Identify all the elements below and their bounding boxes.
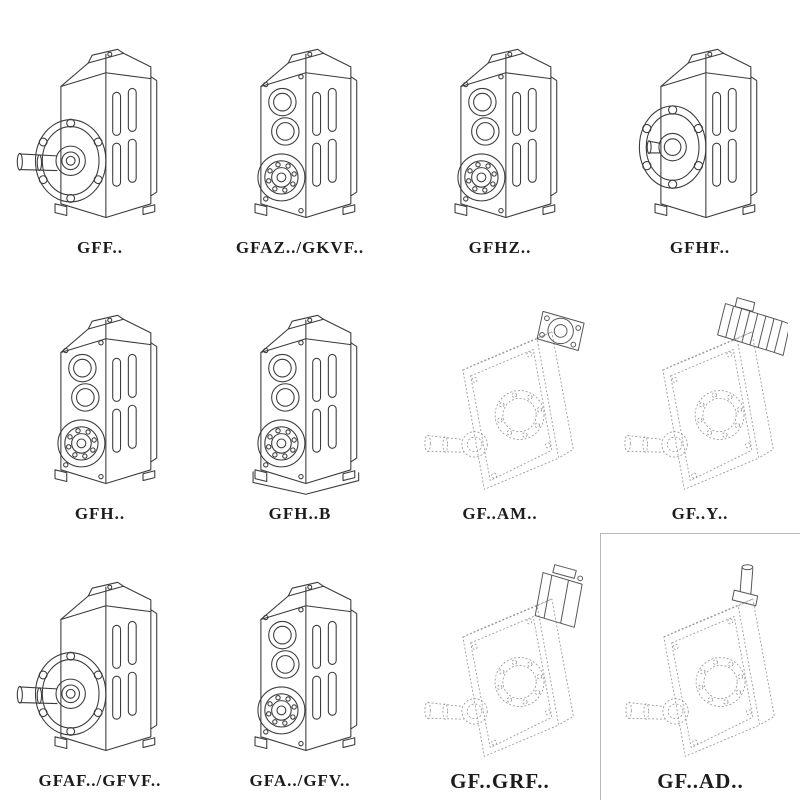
product-label: GF..AM.. (462, 504, 538, 524)
product-cell: GF..GRF.. (400, 533, 600, 800)
gearbox-gf-am-drawing (412, 289, 588, 501)
product-cell: GFF.. (0, 0, 200, 267)
product-label: GF..AD.. (657, 768, 744, 793)
gearbox-gfh-b-drawing (212, 289, 388, 501)
gearbox-gfaf-gfvf-drawing (12, 556, 188, 768)
product-label: GFHZ.. (468, 237, 532, 257)
product-label: GF..GRF.. (450, 768, 550, 793)
product-label: GFF.. (77, 237, 123, 257)
product-cell: GFHZ.. (400, 0, 600, 267)
gearbox-gfa-gfv-drawing (212, 556, 388, 768)
gearbox-gfaz-gkvf-drawing (212, 23, 388, 235)
product-label: GFH..B (268, 504, 332, 524)
gearbox-gf-y-drawing (612, 289, 788, 501)
product-cell: GFH..B (200, 267, 400, 534)
product-label: GFAF../GFVF.. (38, 770, 162, 790)
gearbox-gfhf-drawing (612, 23, 788, 235)
product-cell: GF..AM.. (400, 267, 600, 534)
product-cell: GFHF.. (600, 0, 800, 267)
product-cell: GFAZ../GKVF.. (200, 0, 400, 267)
product-cell: GFA../GFV.. (200, 533, 400, 800)
product-cell: GFH.. (0, 267, 200, 534)
product-label: GF..Y.. (671, 504, 729, 524)
gearbox-gff-drawing (12, 23, 188, 235)
product-label: GFHF.. (669, 237, 731, 257)
product-cell: GF..AD.. (600, 533, 800, 800)
product-label: GFAZ../GKVF.. (235, 237, 365, 257)
product-cell: GFAF../GFVF.. (0, 533, 200, 800)
product-cell: GF..Y.. (600, 267, 800, 534)
gearbox-gf-grf-drawing (412, 556, 588, 768)
product-label: GFA../GFV.. (249, 770, 351, 790)
gearbox-gfh-drawing (12, 289, 188, 501)
product-label: GFH.. (74, 504, 126, 524)
gearbox-gf-ad-drawing (613, 556, 789, 768)
gearbox-gfhz-drawing (412, 23, 588, 235)
